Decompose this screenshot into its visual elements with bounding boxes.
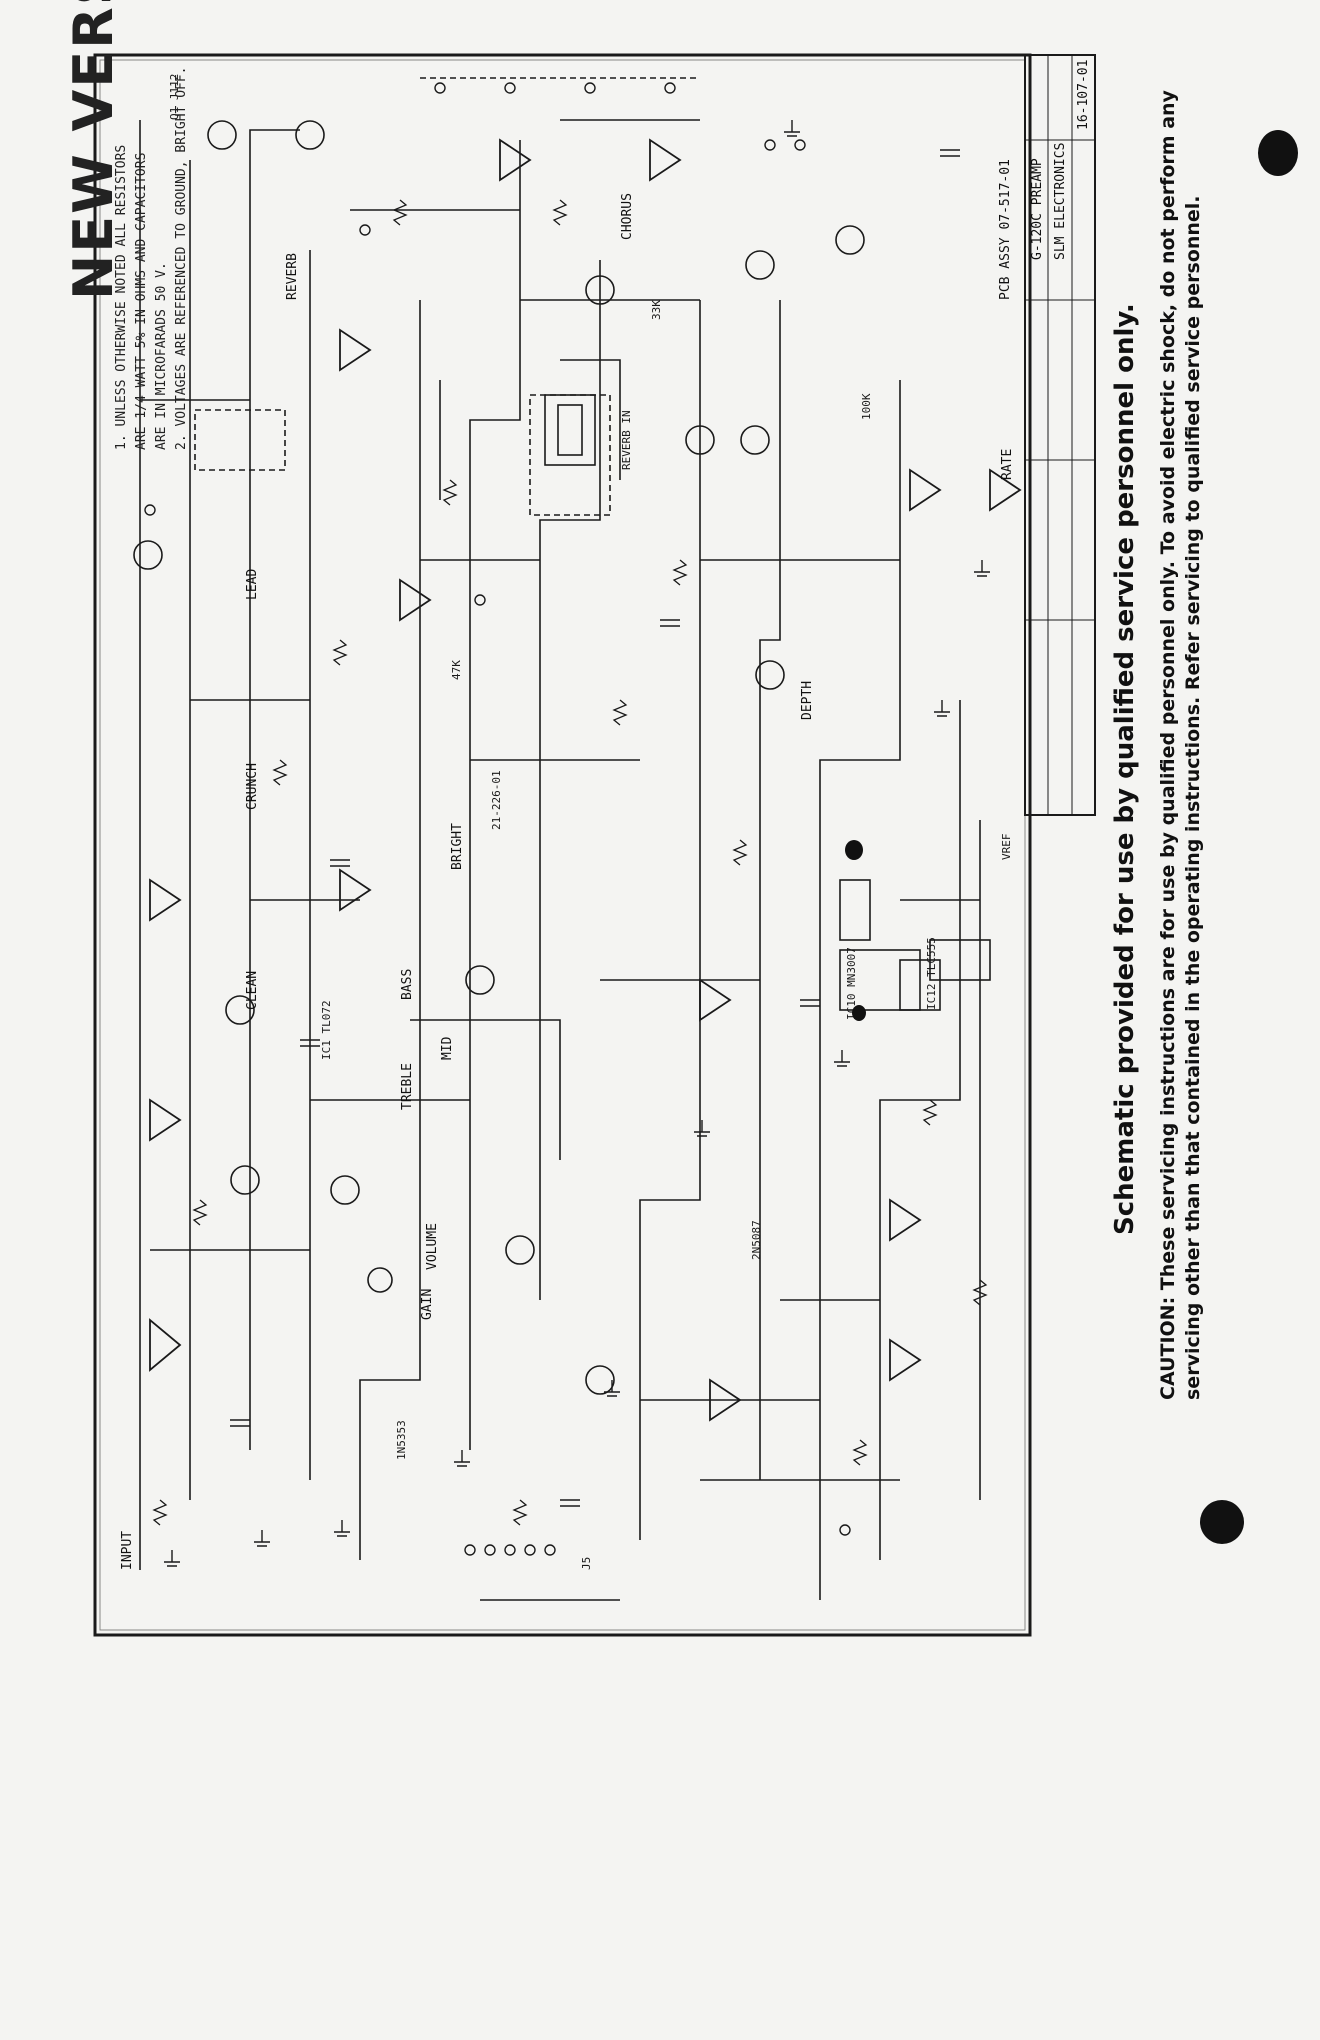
ground-symbols — [164, 120, 990, 1567]
opamp-symbols — [149, 138, 1022, 1422]
label-q-j112: Q1 J112 — [168, 74, 181, 120]
label-100k: 100K — [860, 393, 873, 420]
label-vref: VREF — [1000, 834, 1013, 861]
schematic-border — [93, 53, 1032, 1637]
resistor-symbols — [152, 199, 988, 1526]
punch-hole-mark — [852, 1005, 866, 1021]
section-label-treble: TREBLE — [400, 1063, 415, 1110]
label-j5: J5 — [580, 1557, 593, 1570]
title-block-drawing-no: 16-107-01 — [1076, 59, 1091, 130]
title-block-pcb-assy: PCB ASSY 07-517-01 — [998, 159, 1013, 300]
section-label-chorus: CHORUS — [620, 193, 635, 240]
section-label-clean: CLEAN — [245, 970, 260, 1010]
label-47k: 47K — [450, 660, 463, 680]
transistor-symbols — [133, 120, 865, 1395]
section-label-input: INPUT — [120, 1530, 135, 1570]
label-ic10: IC10 MN3007 — [845, 947, 858, 1020]
caption-main: Schematic provided for use by qualified … — [1110, 303, 1140, 1235]
note-line: ARE 1/4 WATT 5% IN OHMS AND CAPACITORS — [134, 152, 149, 450]
section-label-crunch: CRUNCH — [245, 763, 260, 810]
label-ic1: IC1 TL072 — [320, 1000, 333, 1060]
connector-pins — [144, 82, 851, 1556]
section-label-reverb: REVERB — [285, 253, 300, 300]
section-label-gain: GAIN — [420, 1288, 435, 1320]
label-2n5087: 2N5087 — [750, 1220, 763, 1260]
section-label-depth: DEPTH — [800, 680, 815, 720]
note-line: ARE IN MICROFARADS 50 V. — [154, 262, 169, 450]
label-33k: 33K — [650, 300, 663, 320]
section-label-rate: RATE — [1000, 448, 1015, 480]
capacitor-symbols — [230, 149, 960, 1507]
section-label-bass: BASS — [400, 968, 415, 1000]
notes-block: 1. UNLESS OTHERWISE NOTED ALL RESISTORS … — [112, 66, 192, 450]
note-line: 1. UNLESS OTHERWISE NOTED ALL RESISTORS — [114, 144, 129, 450]
caption-caution-line1: CAUTION: These servicing instructions ar… — [1157, 90, 1179, 1400]
note-line: 2. VOLTAGES ARE REFERENCED TO GROUND, BR… — [174, 66, 189, 450]
label-1n5353: 1N5353 — [395, 1420, 408, 1460]
section-label-volume: VOLUME — [425, 1223, 440, 1270]
title-block-company: SLM ELECTRONICS — [1053, 142, 1068, 260]
component-labels: Q1 J112 IC1 TL072 IC10 MN3007 IC12 TLC55… — [168, 74, 1013, 1570]
punch-hole-mark — [845, 840, 863, 860]
title-block-title: G-120C PREAMP — [1030, 158, 1045, 260]
section-label-bright: BRIGHT — [450, 823, 465, 870]
caption-caution-line2: servicing other than that contained in t… — [1182, 195, 1204, 1401]
label-21-226-01: 21-226-01 — [490, 770, 503, 830]
punch-hole-mark — [1258, 130, 1298, 176]
circuit-wiring — [139, 77, 991, 1601]
section-label-mid: MID — [440, 1036, 455, 1060]
title-block — [1024, 54, 1096, 816]
label-ic12: IC12 TLC555 — [925, 937, 938, 1010]
punch-hole-mark — [1200, 1500, 1244, 1544]
section-label-lead: LEAD — [245, 568, 260, 600]
label-reverb-in: REVERB IN — [620, 410, 633, 470]
